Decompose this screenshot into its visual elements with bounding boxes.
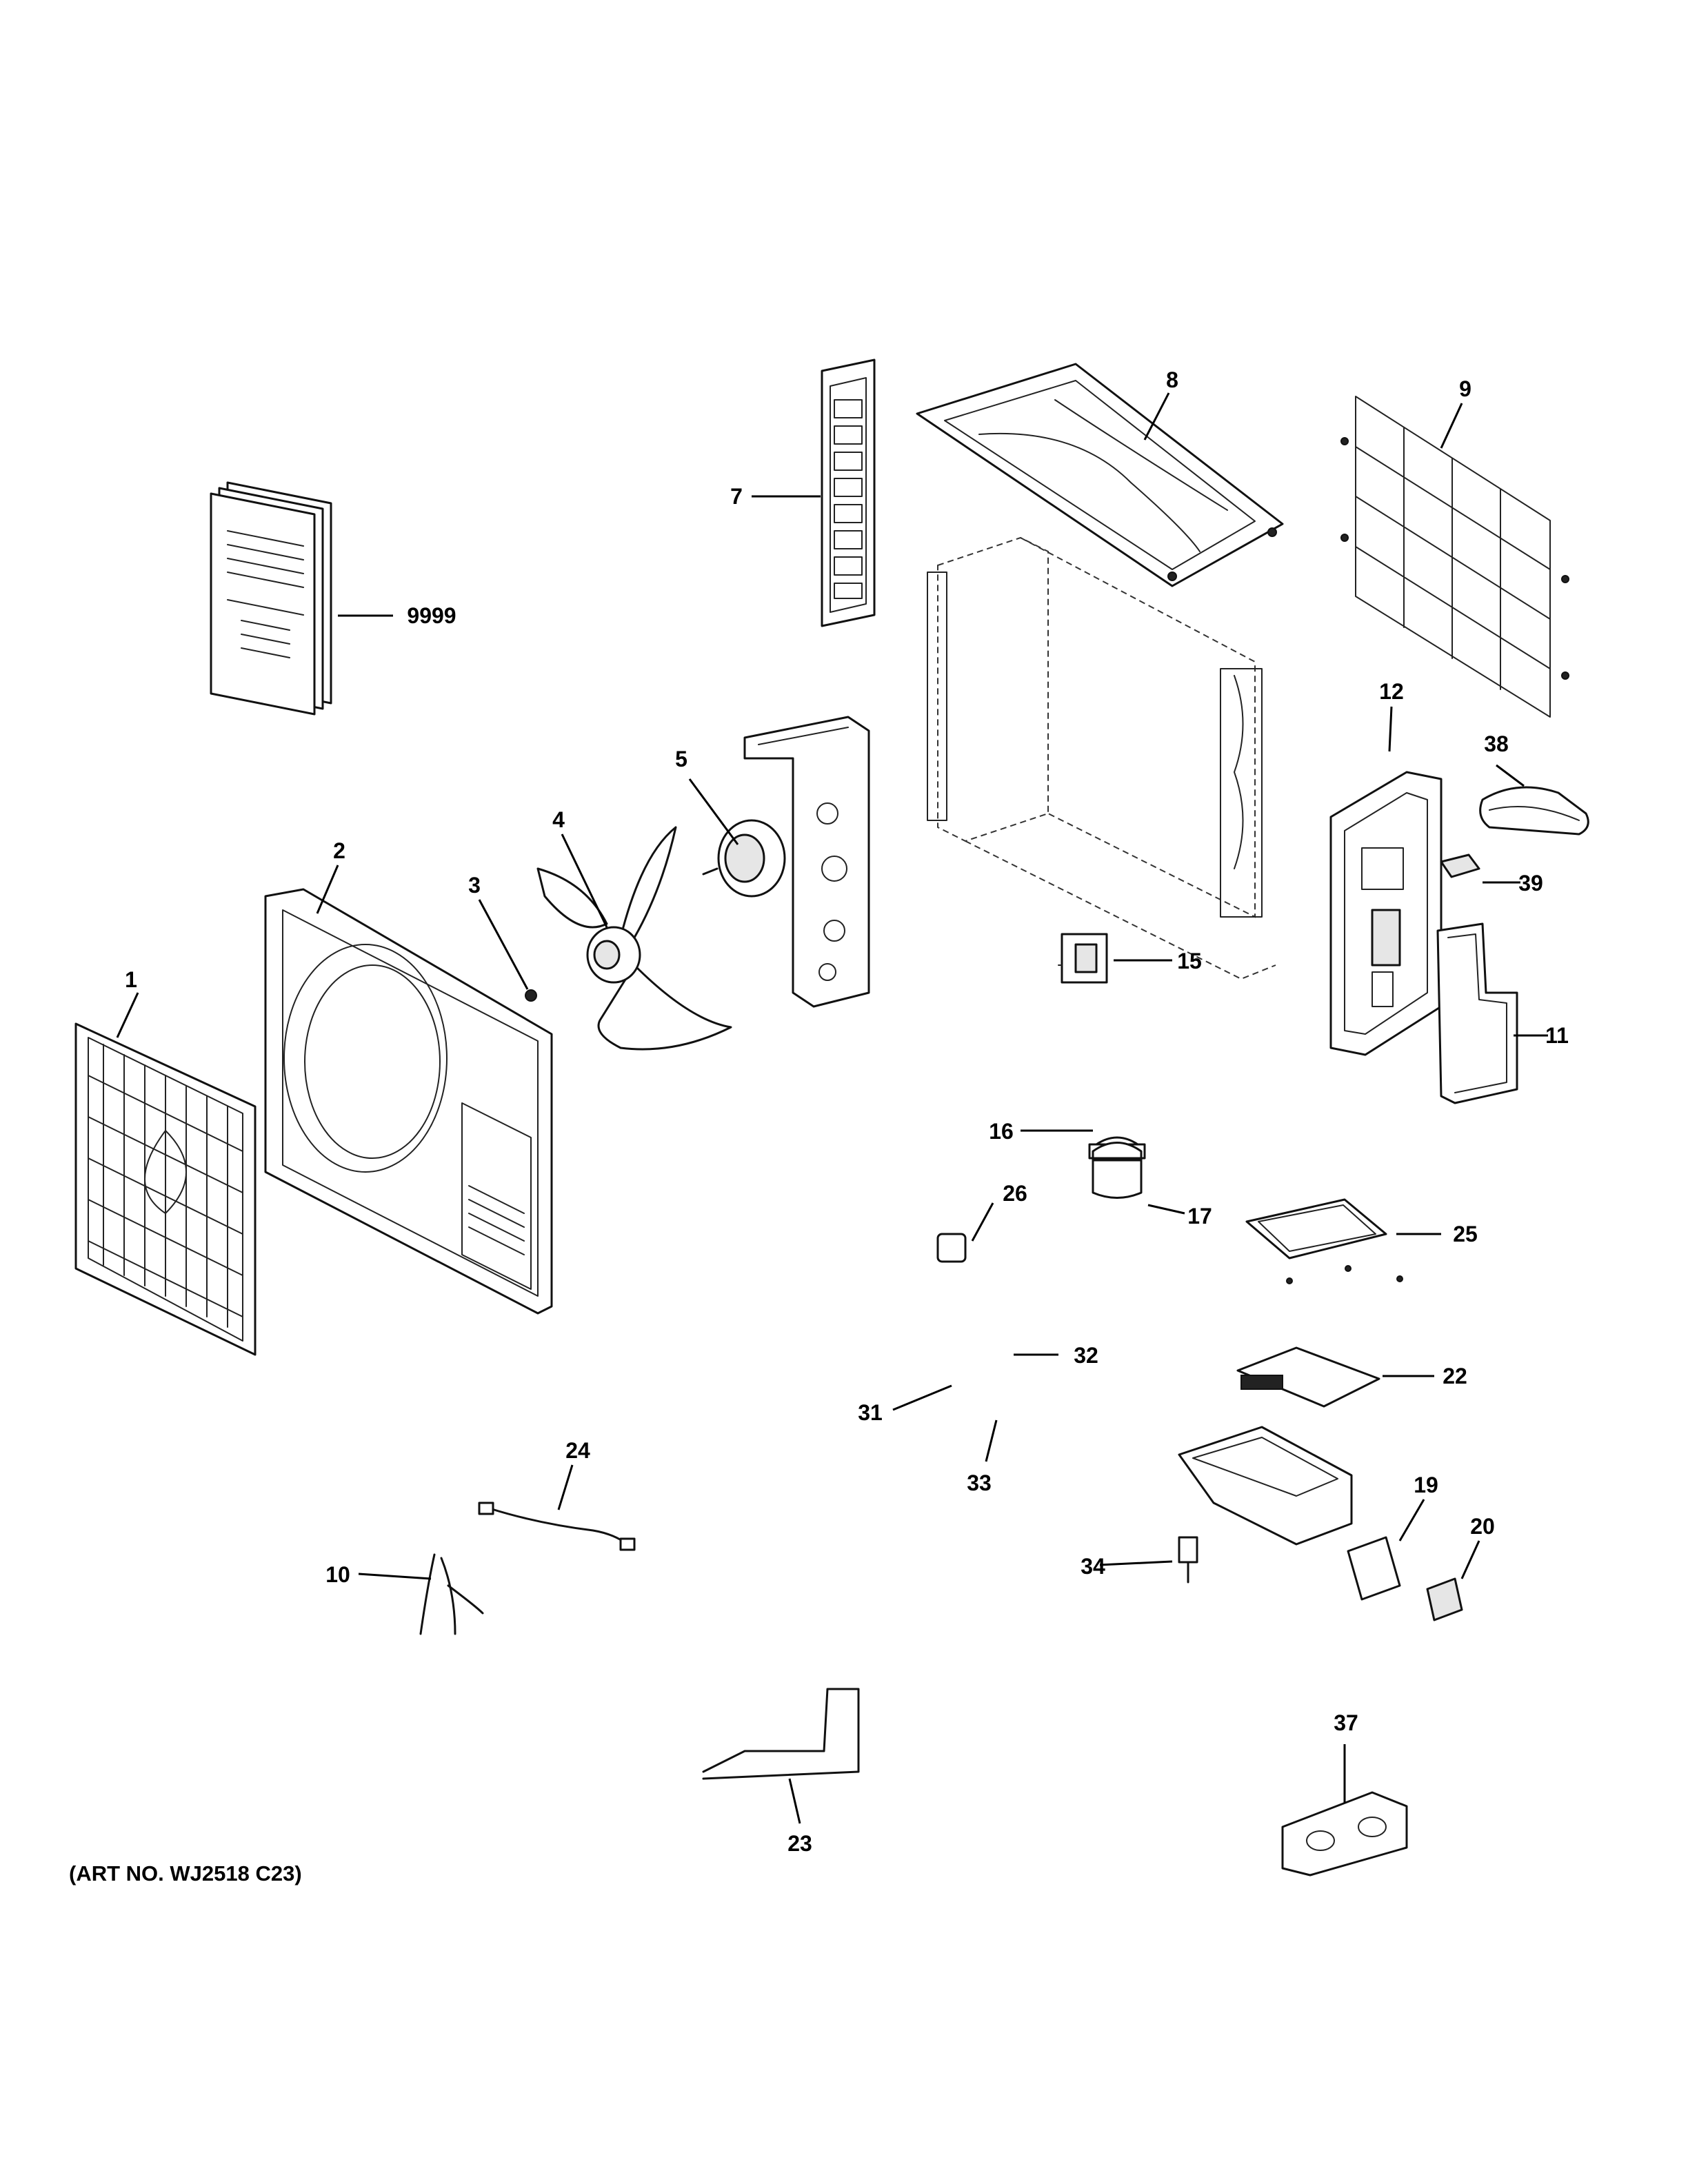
part-12-side-panel[interactable] bbox=[1329, 771, 1443, 1056]
condenser-coil bbox=[927, 536, 1276, 980]
callout-labels: 1 2 3 4 5 7 8 9 9999 10 11 12 15 16 17 1… bbox=[125, 367, 1569, 1856]
part-37-bracket[interactable] bbox=[1281, 1791, 1408, 1877]
control-box-housing bbox=[1178, 1426, 1353, 1546]
part-4-fan-blade[interactable] bbox=[536, 826, 732, 1051]
callout-32: 32 bbox=[1074, 1343, 1098, 1368]
callout-3: 3 bbox=[468, 873, 481, 898]
part-23-heater-cable[interactable] bbox=[702, 1688, 860, 1780]
callout-5: 5 bbox=[675, 747, 687, 771]
part-20-terminal-block[interactable] bbox=[1426, 1577, 1463, 1621]
part-7-side-rail[interactable] bbox=[821, 358, 876, 627]
part-9999-manual[interactable] bbox=[210, 481, 332, 716]
callout-11: 11 bbox=[1545, 1023, 1569, 1048]
part-2-front-panel[interactable] bbox=[264, 888, 553, 1315]
callout-9: 9 bbox=[1459, 376, 1471, 401]
callout-8: 8 bbox=[1166, 367, 1178, 392]
leader-lines bbox=[116, 392, 1548, 1824]
callout-1: 1 bbox=[125, 967, 137, 992]
part-39-clip[interactable] bbox=[1440, 853, 1480, 878]
callout-39: 39 bbox=[1518, 871, 1543, 896]
part-22-control-board[interactable] bbox=[1236, 1346, 1380, 1408]
callout-34: 34 bbox=[1081, 1554, 1105, 1579]
callout-4: 4 bbox=[552, 807, 565, 832]
part-25-control-box-cover[interactable] bbox=[1245, 1198, 1403, 1284]
callout-19: 19 bbox=[1414, 1473, 1438, 1497]
callout-15: 15 bbox=[1177, 949, 1202, 973]
callout-10: 10 bbox=[325, 1562, 350, 1587]
callout-25: 25 bbox=[1453, 1222, 1478, 1246]
part-17-accumulator[interactable] bbox=[1092, 1157, 1143, 1162]
callout-2: 2 bbox=[333, 838, 345, 863]
part-16-shell bbox=[1092, 1142, 1143, 1199]
part-24-wire-harness[interactable] bbox=[478, 1502, 636, 1551]
part-38-foam-pad[interactable] bbox=[1479, 786, 1589, 836]
part-19-terminal-board[interactable] bbox=[1347, 1536, 1401, 1601]
callout-16: 16 bbox=[989, 1119, 1014, 1144]
callout-24: 24 bbox=[565, 1438, 590, 1463]
part-9-wire-grille[interactable] bbox=[1340, 396, 1569, 718]
part-11-drain-tray[interactable] bbox=[1436, 922, 1518, 1104]
callout-22: 22 bbox=[1443, 1364, 1467, 1388]
callout-38: 38 bbox=[1484, 731, 1509, 756]
callout-37: 37 bbox=[1334, 1710, 1358, 1735]
callout-20: 20 bbox=[1470, 1514, 1495, 1539]
motor-bracket bbox=[743, 716, 870, 1008]
part-26-reversing-valve[interactable] bbox=[936, 1233, 967, 1263]
callout-9999: 9999 bbox=[407, 603, 456, 628]
callout-17: 17 bbox=[1187, 1204, 1212, 1228]
part-15-reactor[interactable] bbox=[1058, 933, 1108, 984]
art-number: (ART NO. WJ2518 C23) bbox=[69, 1861, 302, 1885]
part-34-sensor[interactable] bbox=[1178, 1536, 1198, 1584]
part-1-front-grille[interactable] bbox=[74, 1022, 257, 1356]
callout-26: 26 bbox=[1003, 1181, 1027, 1206]
part-8-top-cover[interactable] bbox=[916, 363, 1284, 587]
callout-12: 12 bbox=[1379, 679, 1404, 704]
part-10-thermistor[interactable] bbox=[419, 1553, 484, 1635]
callout-31: 31 bbox=[858, 1400, 883, 1425]
callout-7: 7 bbox=[730, 484, 743, 509]
callout-33: 33 bbox=[967, 1470, 992, 1495]
part-3-nut[interactable] bbox=[525, 989, 537, 1002]
callout-23: 23 bbox=[787, 1831, 812, 1856]
part-5-fan-motor[interactable] bbox=[702, 819, 786, 898]
